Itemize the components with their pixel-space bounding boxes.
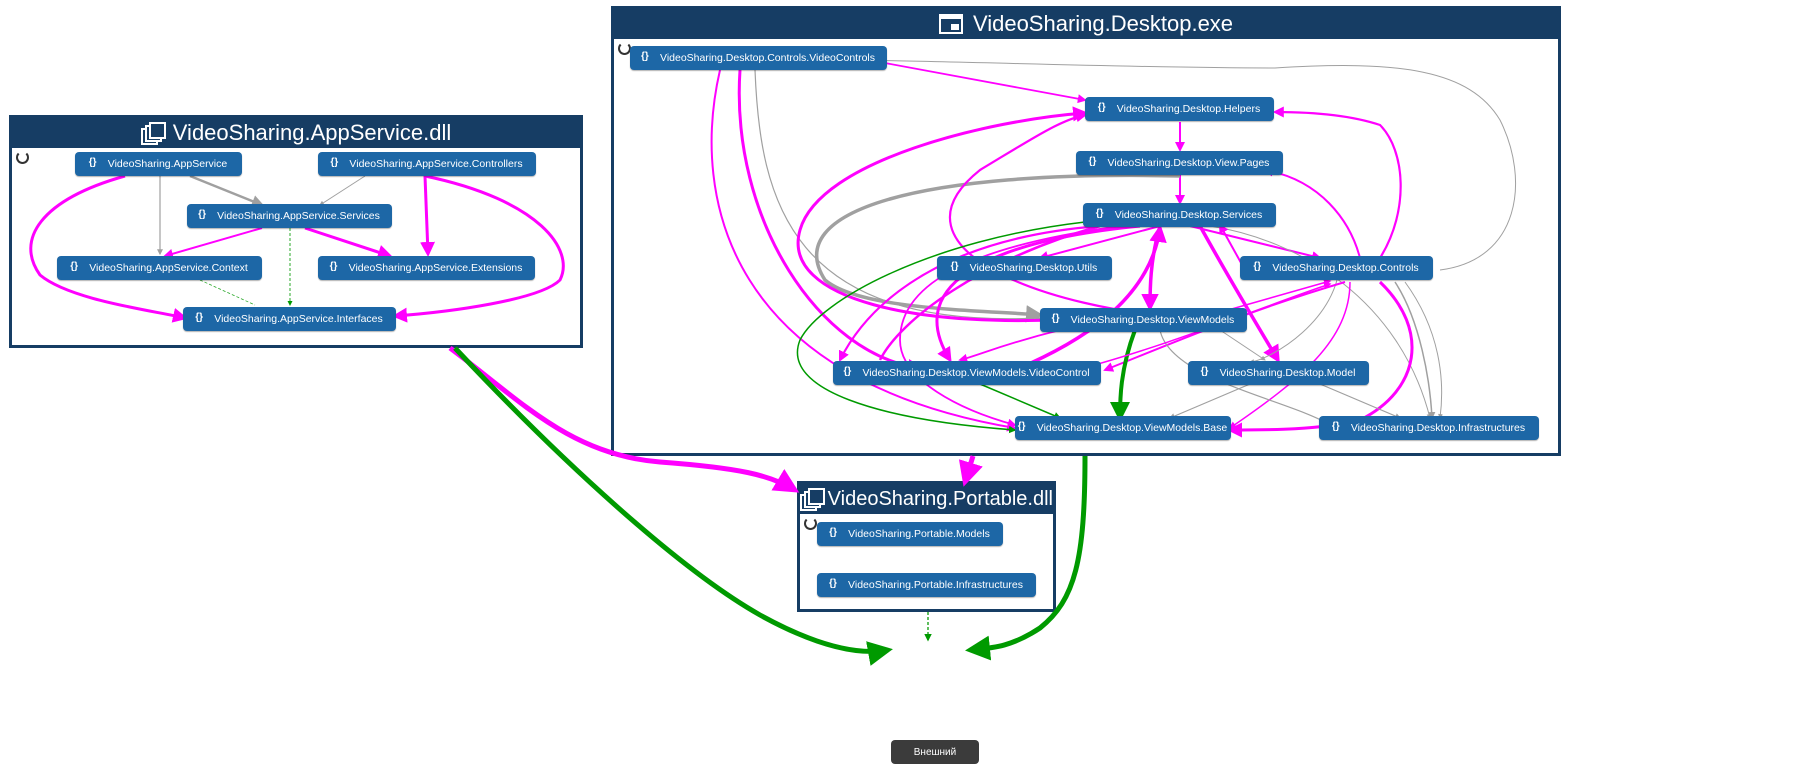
node-desktop-videocontrols[interactable]: VideoSharing.Desktop.Controls.VideoContr… bbox=[630, 46, 887, 70]
node-label: VideoSharing.Desktop.Model bbox=[1219, 367, 1356, 379]
external-node[interactable]: Внешний bbox=[891, 740, 979, 764]
namespace-icon bbox=[843, 367, 856, 378]
refresh-icon[interactable] bbox=[804, 517, 817, 530]
node-desktop-infrastructures[interactable]: VideoSharing.Desktop.Infrastructures bbox=[1319, 416, 1539, 440]
refresh-icon[interactable] bbox=[16, 151, 29, 164]
group-title: VideoSharing.Portable.dll bbox=[827, 487, 1053, 510]
node-appservice-services[interactable]: VideoSharing.AppService.Services bbox=[187, 204, 392, 228]
node-desktop-helpers[interactable]: VideoSharing.Desktop.Helpers bbox=[1085, 97, 1274, 121]
namespace-icon bbox=[330, 262, 343, 273]
namespace-icon bbox=[1332, 422, 1345, 433]
node-desktop-services[interactable]: VideoSharing.Desktop.Services bbox=[1083, 203, 1276, 227]
namespace-icon bbox=[1052, 314, 1065, 325]
node-label: VideoSharing.Desktop.Infrastructures bbox=[1350, 422, 1526, 434]
node-label: VideoSharing.AppService.Controllers bbox=[349, 158, 523, 170]
namespace-icon bbox=[195, 313, 208, 324]
namespace-icon bbox=[89, 158, 102, 169]
node-label: VideoSharing.Desktop.ViewModels bbox=[1070, 314, 1235, 326]
group-header: VideoSharing.Desktop.exe bbox=[614, 9, 1558, 39]
node-label: VideoSharing.Desktop.Utils bbox=[969, 262, 1098, 274]
group-title: VideoSharing.Desktop.exe bbox=[972, 11, 1234, 36]
node-portable-infrastructures[interactable]: VideoSharing.Portable.Infrastructures bbox=[817, 573, 1036, 597]
namespace-icon bbox=[1253, 262, 1266, 273]
namespace-icon bbox=[330, 158, 343, 169]
node-portable-models[interactable]: VideoSharing.Portable.Models bbox=[817, 522, 1003, 546]
node-desktop-controls[interactable]: VideoSharing.Desktop.Controls bbox=[1240, 256, 1433, 280]
node-appservice-controllers[interactable]: VideoSharing.AppService.Controllers bbox=[318, 152, 536, 176]
edge bbox=[958, 455, 983, 487]
namespace-icon bbox=[641, 52, 654, 63]
node-desktop-model[interactable]: VideoSharing.Desktop.Model bbox=[1188, 361, 1369, 385]
node-desktop-view-pages[interactable]: VideoSharing.Desktop.View.Pages bbox=[1076, 151, 1283, 175]
node-label: VideoSharing.AppService.Context bbox=[89, 262, 248, 274]
node-label: VideoSharing.AppService.Interfaces bbox=[214, 313, 383, 325]
namespace-icon bbox=[1096, 209, 1109, 220]
node-desktop-viewmodels-videocontrol[interactable]: VideoSharing.Desktop.ViewModels.VideoCon… bbox=[833, 361, 1101, 385]
namespace-icon bbox=[1098, 103, 1111, 114]
executable-icon bbox=[938, 14, 963, 34]
namespace-icon bbox=[829, 528, 842, 539]
node-desktop-viewmodels[interactable]: VideoSharing.Desktop.ViewModels bbox=[1040, 308, 1247, 332]
assembly-icon bbox=[800, 488, 825, 511]
node-label: VideoSharing.Portable.Infrastructures bbox=[848, 579, 1023, 591]
assembly-icon bbox=[140, 122, 166, 145]
namespace-icon bbox=[70, 262, 83, 273]
external-label: Внешний bbox=[913, 746, 957, 758]
node-desktop-viewmodels-base[interactable]: VideoSharing.Desktop.ViewModels.Base bbox=[1015, 416, 1231, 440]
node-appservice-context[interactable]: VideoSharing.AppService.Context bbox=[57, 256, 262, 280]
group-title: VideoSharing.AppService.dll bbox=[172, 120, 452, 145]
node-label: VideoSharing.Portable.Models bbox=[848, 528, 990, 540]
node-label: VideoSharing.AppService bbox=[107, 158, 228, 170]
node-label: VideoSharing.AppService.Extensions bbox=[348, 262, 523, 274]
group-desktop-exe[interactable]: VideoSharing.Desktop.exe bbox=[611, 6, 1561, 456]
node-label: VideoSharing.Desktop.Controls.VideoContr… bbox=[660, 52, 875, 64]
node-label: VideoSharing.Desktop.Services bbox=[1114, 209, 1263, 221]
node-label: VideoSharing.AppService.Services bbox=[217, 210, 380, 222]
group-header: VideoSharing.Portable.dll bbox=[800, 484, 1053, 514]
node-label: VideoSharing.Desktop.Helpers bbox=[1116, 103, 1261, 115]
node-label: VideoSharing.Desktop.ViewModels.Base bbox=[1036, 422, 1228, 434]
namespace-icon bbox=[951, 262, 964, 273]
node-label: VideoSharing.Desktop.Controls bbox=[1272, 262, 1419, 274]
node-appservice-extensions[interactable]: VideoSharing.AppService.Extensions bbox=[318, 256, 535, 280]
namespace-icon bbox=[198, 210, 211, 221]
group-header: VideoSharing.AppService.dll bbox=[12, 118, 580, 148]
node-appservice-interfaces[interactable]: VideoSharing.AppService.Interfaces bbox=[183, 307, 396, 331]
node-appservice[interactable]: VideoSharing.AppService bbox=[75, 152, 242, 176]
node-desktop-utils[interactable]: VideoSharing.Desktop.Utils bbox=[937, 256, 1112, 280]
node-label: VideoSharing.Desktop.ViewModels.VideoCon… bbox=[862, 367, 1090, 379]
namespace-icon bbox=[1018, 422, 1031, 433]
namespace-icon bbox=[829, 579, 842, 590]
namespace-icon bbox=[1201, 367, 1214, 378]
namespace-icon bbox=[1089, 157, 1102, 168]
node-label: VideoSharing.Desktop.View.Pages bbox=[1107, 157, 1270, 169]
